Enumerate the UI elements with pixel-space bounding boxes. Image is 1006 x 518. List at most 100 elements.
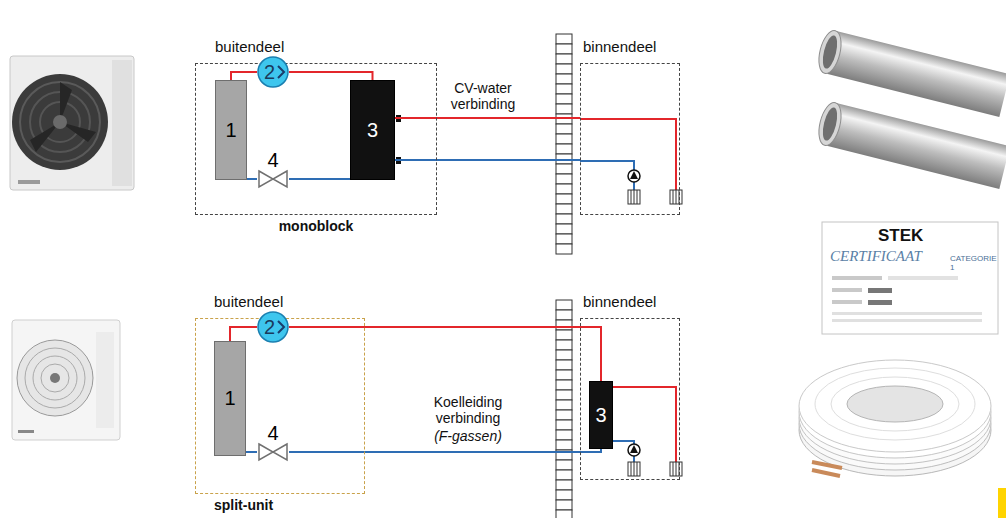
pipe-coil-picture <box>815 368 975 440</box>
wall <box>556 440 572 450</box>
copper-pipes-photo <box>825 103 1006 189</box>
text-slot: 2 <box>257 56 289 88</box>
zone-caption: split-unit <box>214 497 273 513</box>
label-slot: STEK <box>878 226 938 246</box>
compressor-arrow <box>278 321 284 333</box>
wall <box>556 144 572 154</box>
certificate-picture <box>888 276 958 280</box>
copper-pipes-photo <box>815 28 1006 189</box>
certificate-category: CATEGORIE 1 <box>950 254 996 272</box>
evaporator-box: 1 <box>214 341 246 456</box>
certificate-picture <box>822 222 998 334</box>
split-unit-photo <box>18 430 34 433</box>
monoblock-unit-photo <box>18 180 40 184</box>
indoor-piping-bottom <box>613 387 682 476</box>
radiator-symbol <box>670 190 682 204</box>
copper-pipes-photo <box>820 106 840 142</box>
split-unit-photo <box>96 332 114 428</box>
pump-symbol <box>630 445 638 453</box>
wall <box>556 410 572 420</box>
wall <box>556 234 572 244</box>
pipe-connector <box>289 327 601 381</box>
certificate-picture <box>832 300 862 304</box>
text-slot: binnendeel <box>583 293 656 311</box>
zone-heading: binnendeel <box>583 38 656 55</box>
text-slot: split-unit <box>214 496 273 514</box>
text-slot: 1 <box>216 81 246 179</box>
compressor-circle-fill <box>258 57 288 87</box>
text-slot: 4 <box>257 423 289 443</box>
wall <box>556 124 572 134</box>
wall <box>556 370 572 380</box>
pipe-coil-picture <box>799 360 991 476</box>
callout-number: 1 <box>224 387 235 410</box>
wall <box>556 164 572 174</box>
wall <box>556 184 572 194</box>
pipe-coil-picture <box>812 462 842 468</box>
radiator-symbol <box>628 190 640 204</box>
text-slot: buitendeel <box>215 38 284 56</box>
connection-label: CV-water verbinding <box>436 80 530 112</box>
valve-triangles <box>259 444 287 460</box>
valve-symbol <box>257 443 289 461</box>
wall <box>556 430 572 440</box>
text-slot: 1 <box>215 342 245 455</box>
text-slot: 3 <box>351 81 394 179</box>
certificate-picture <box>832 288 862 292</box>
copper-pipes-photo <box>815 28 1006 117</box>
expansion-valve: 4 <box>257 423 289 461</box>
pump-symbol <box>628 444 640 456</box>
monoblock-unit-photo <box>20 82 100 162</box>
pump-symbol <box>628 444 640 456</box>
wall <box>556 54 572 64</box>
monoblock-unit-photo <box>112 60 132 186</box>
wall <box>556 360 572 370</box>
callout-number: 1 <box>225 119 236 142</box>
callout-number: 3 <box>367 119 378 142</box>
wall <box>556 320 572 330</box>
indoor-piping-top <box>580 119 676 190</box>
wall <box>556 194 572 204</box>
copper-pipes-photo <box>820 34 840 70</box>
callout-number: 4 <box>267 422 278 445</box>
text-slot: buitendeel <box>214 293 283 311</box>
radiator-symbol <box>670 190 682 204</box>
corner-logo <box>998 488 1006 518</box>
certificate-picture <box>832 276 882 280</box>
wall <box>556 104 572 114</box>
valve-triangles <box>259 171 287 187</box>
condenser-box: 3 <box>589 381 613 449</box>
wall <box>556 134 572 144</box>
label-slot: CATEGORIE 1 <box>950 254 996 272</box>
wall <box>556 310 572 320</box>
wall <box>556 300 572 310</box>
text-slot: binnendeel <box>583 38 656 56</box>
outdoor-unit-zone: buitendeelmonoblock1234 <box>195 63 437 215</box>
wall <box>556 480 572 490</box>
wall <box>556 84 572 94</box>
text-slot: 2 <box>257 311 289 343</box>
wall <box>556 400 572 410</box>
zone-heading: binnendeel <box>583 293 656 310</box>
certificate-picture <box>832 319 982 322</box>
wall <box>556 214 572 224</box>
split-unit-photo <box>41 364 69 392</box>
zone-heading: buitendeel <box>214 293 283 310</box>
pipe-connector <box>395 159 580 161</box>
wall <box>556 340 572 350</box>
radiator-symbol <box>670 462 682 476</box>
wall <box>556 34 572 44</box>
valve-symbol <box>257 170 289 188</box>
pipe-coil-picture <box>799 360 991 452</box>
radiator-symbol <box>670 462 682 476</box>
wall <box>556 420 572 430</box>
wall <box>556 224 572 234</box>
zone-heading: buitendeel <box>215 38 284 55</box>
label-slot: CERTIFICAAT <box>830 248 948 265</box>
connection-note: (F-gassen) <box>418 428 518 444</box>
wall <box>556 94 572 104</box>
wall <box>556 174 572 184</box>
pump-symbol <box>630 171 638 179</box>
